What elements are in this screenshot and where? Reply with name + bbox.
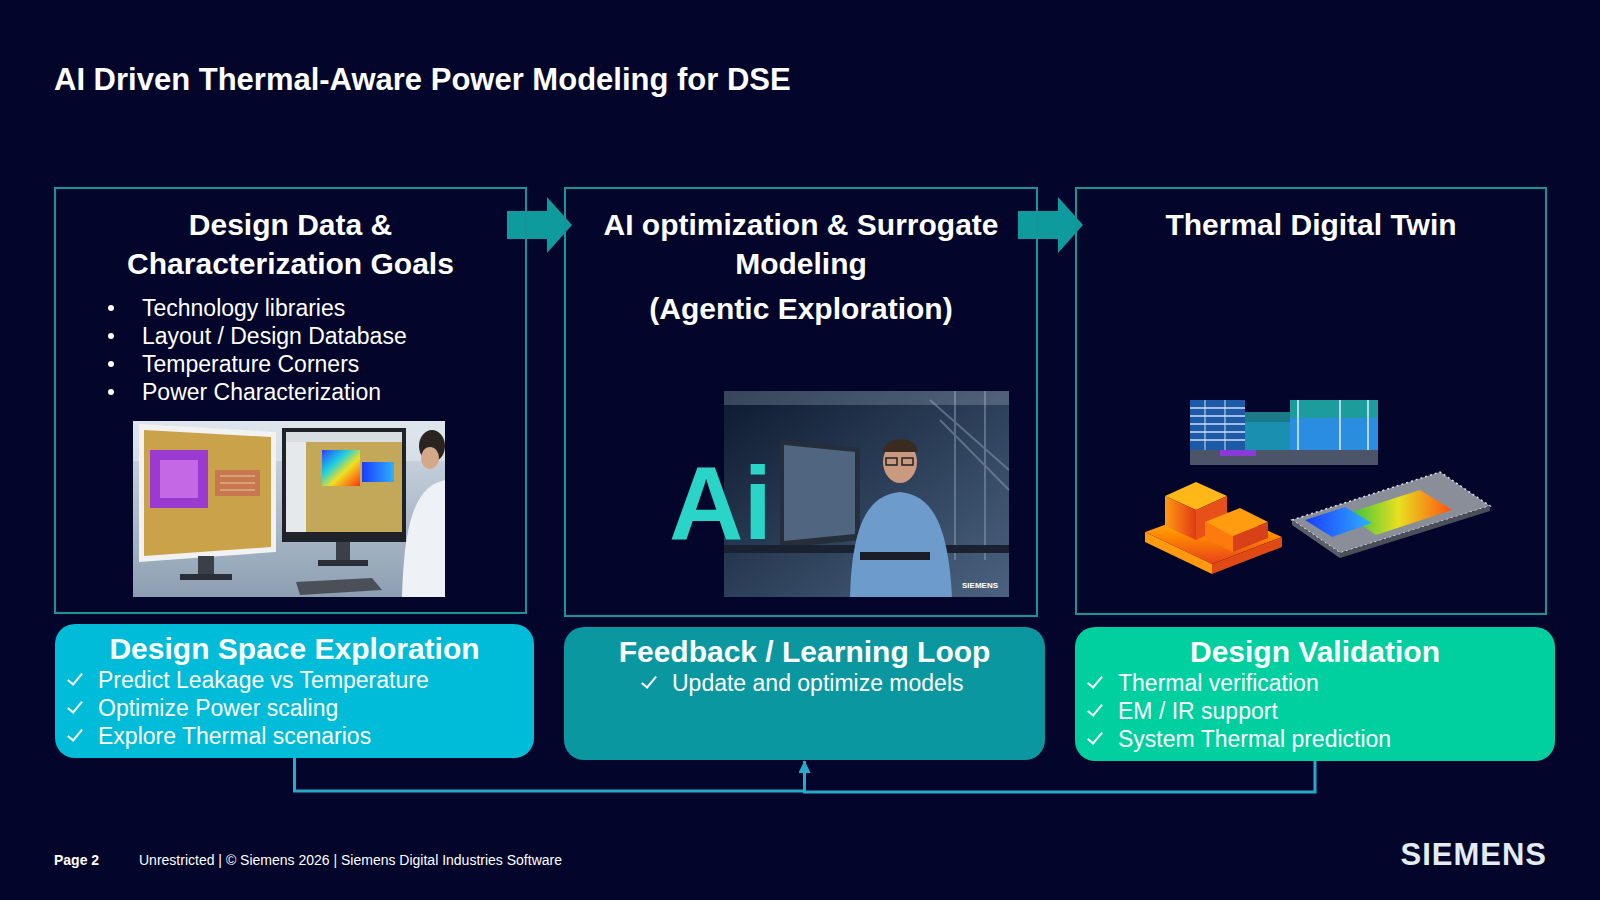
list-item: Power Characterization xyxy=(56,378,525,406)
footer-note: Unrestricted | © Siemens 2026 | Siemens … xyxy=(139,851,562,869)
exploration-box: Design Space ExplorationPredict Leakage … xyxy=(55,624,534,758)
block-arrow xyxy=(1018,197,1083,253)
box-heading: AI optimization & Surrogate Modeling xyxy=(581,205,1021,283)
box-heading: Design Space Exploration xyxy=(55,632,534,666)
ai-logo-text: Ai xyxy=(669,452,772,555)
input-panel: Design Data & Characterization GoalsTech… xyxy=(54,187,527,614)
list-item: Explore Thermal scenarios xyxy=(55,722,534,750)
company-logo: SIEMENS xyxy=(1400,838,1547,872)
list-item: EM / IR support xyxy=(1075,697,1555,725)
box-heading: Design Validation xyxy=(1075,635,1555,669)
list-item: Thermal verification xyxy=(1075,669,1555,697)
ai-panel: AI optimization & Surrogate Modeling (Age… xyxy=(564,187,1038,617)
feedback-line xyxy=(805,761,1316,792)
slide-title: AI Driven Thermal-Aware Power Modeling f… xyxy=(54,62,791,98)
validation-box: Design ValidationThermal verificationEM … xyxy=(1075,627,1555,761)
list-item: System Thermal prediction xyxy=(1075,725,1555,753)
thermal-twin-figures xyxy=(1145,400,1490,574)
list-item: Predict Leakage vs Temperature xyxy=(55,666,534,694)
list-item: Optimize Power scaling xyxy=(55,694,534,722)
list-item: Layout / Design Database xyxy=(56,322,525,350)
box-heading: Design Data & Characterization Goals xyxy=(96,205,486,283)
box-subheading: (Agentic Exploration) xyxy=(566,289,1036,328)
block-arrow xyxy=(507,197,572,253)
twin-panel: Thermal Digital Twin xyxy=(1075,187,1547,615)
box-heading: Feedback / Learning Loop xyxy=(564,635,1045,669)
list-item: Technology libraries xyxy=(56,294,525,322)
list-item: Temperature Corners xyxy=(56,350,525,378)
feedback-box: Feedback / Learning LoopUpdate and optim… xyxy=(564,627,1045,760)
design-photo xyxy=(133,421,445,597)
page-number: Page 2 xyxy=(54,851,99,869)
feedback-line xyxy=(295,758,805,791)
box-heading: Thermal Digital Twin xyxy=(1081,205,1541,244)
photo-watermark: SIEMENS xyxy=(962,582,998,590)
list-item: Update and optimize models xyxy=(564,669,1045,697)
